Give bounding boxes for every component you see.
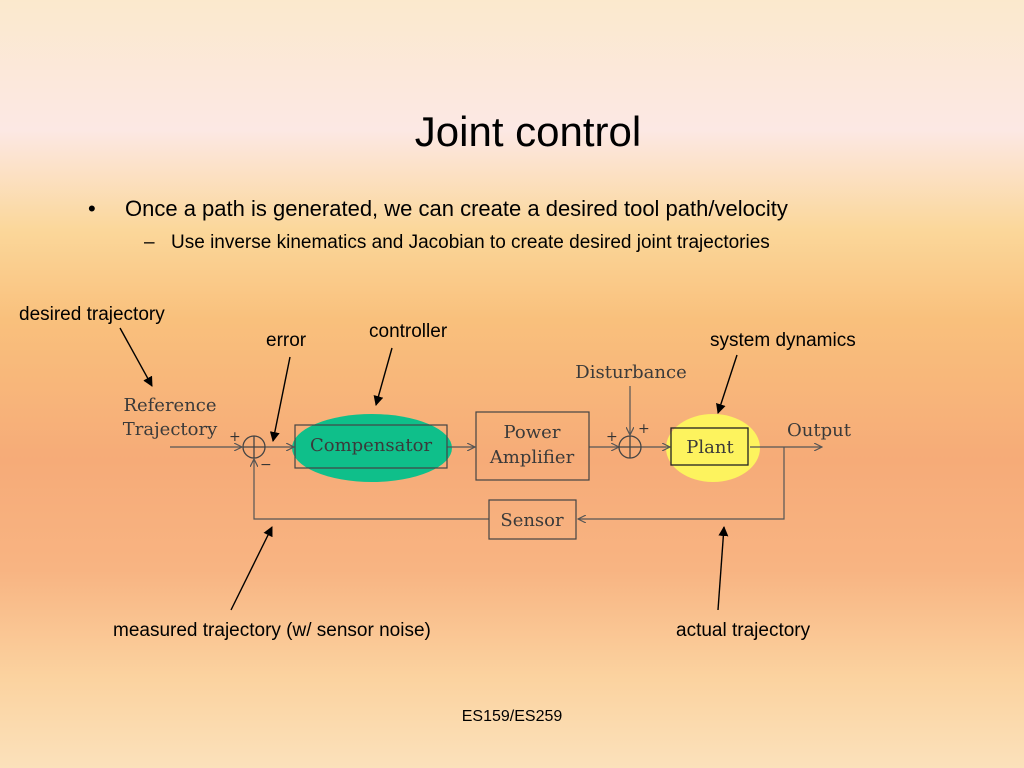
power-amplifier-block <box>475 411 590 481</box>
plus-sign-error: + <box>229 429 241 445</box>
sensor-label: Sensor <box>500 510 564 531</box>
plus-sign-disturbance: + <box>638 421 650 437</box>
measured-trajectory-arrow <box>230 526 273 611</box>
compensator-highlight <box>292 414 452 482</box>
compensator-label: Compensator <box>310 435 432 456</box>
plus-sign-amp: + <box>606 429 618 445</box>
feedback-to-sensor-line <box>578 447 785 519</box>
reference-label-line1: Reference <box>123 395 216 416</box>
actual-trajectory-annotation: actual trajectory <box>676 620 811 641</box>
reference-label-line2: Trajectory <box>123 419 218 440</box>
bullet-dot-icon: • <box>88 196 96 221</box>
summing-junction-error <box>242 435 266 459</box>
desired-trajectory-annotation: desired trajectory <box>19 304 165 325</box>
system-dynamics-arrow <box>716 354 738 414</box>
sensor-to-sum-line <box>254 459 489 520</box>
controller-annotation: controller <box>369 321 448 342</box>
controller-arrow <box>373 347 393 406</box>
minus-sign-error: − <box>260 457 272 473</box>
error-arrow <box>269 356 291 442</box>
actual-trajectory-arrow <box>717 526 729 611</box>
power-amplifier-label-line1: Power <box>504 422 561 443</box>
system-dynamics-annotation: system dynamics <box>710 330 856 351</box>
sub-bullet-text: Use inverse kinematics and Jacobian to c… <box>171 232 770 253</box>
plant-block <box>670 427 749 466</box>
slide-title: Joint control <box>414 108 642 155</box>
disturbance-label: Disturbance <box>575 362 686 383</box>
dash-icon: – <box>144 232 155 253</box>
desired-trajectory-arrow <box>119 327 153 387</box>
slide-footer: ES159/ES259 <box>461 708 563 725</box>
output-label: Output <box>787 420 852 441</box>
power-amplifier-label-line2: Amplifier <box>489 447 575 468</box>
compensator-block <box>294 424 448 469</box>
measured-trajectory-annotation: measured trajectory (w/ sensor noise) <box>113 620 431 641</box>
plant-label: Plant <box>686 437 734 458</box>
bullet-text: Once a path is generated, we can create … <box>125 196 788 221</box>
sensor-block <box>488 499 577 540</box>
error-annotation: error <box>266 330 307 351</box>
summing-junction-disturbance <box>618 435 642 459</box>
